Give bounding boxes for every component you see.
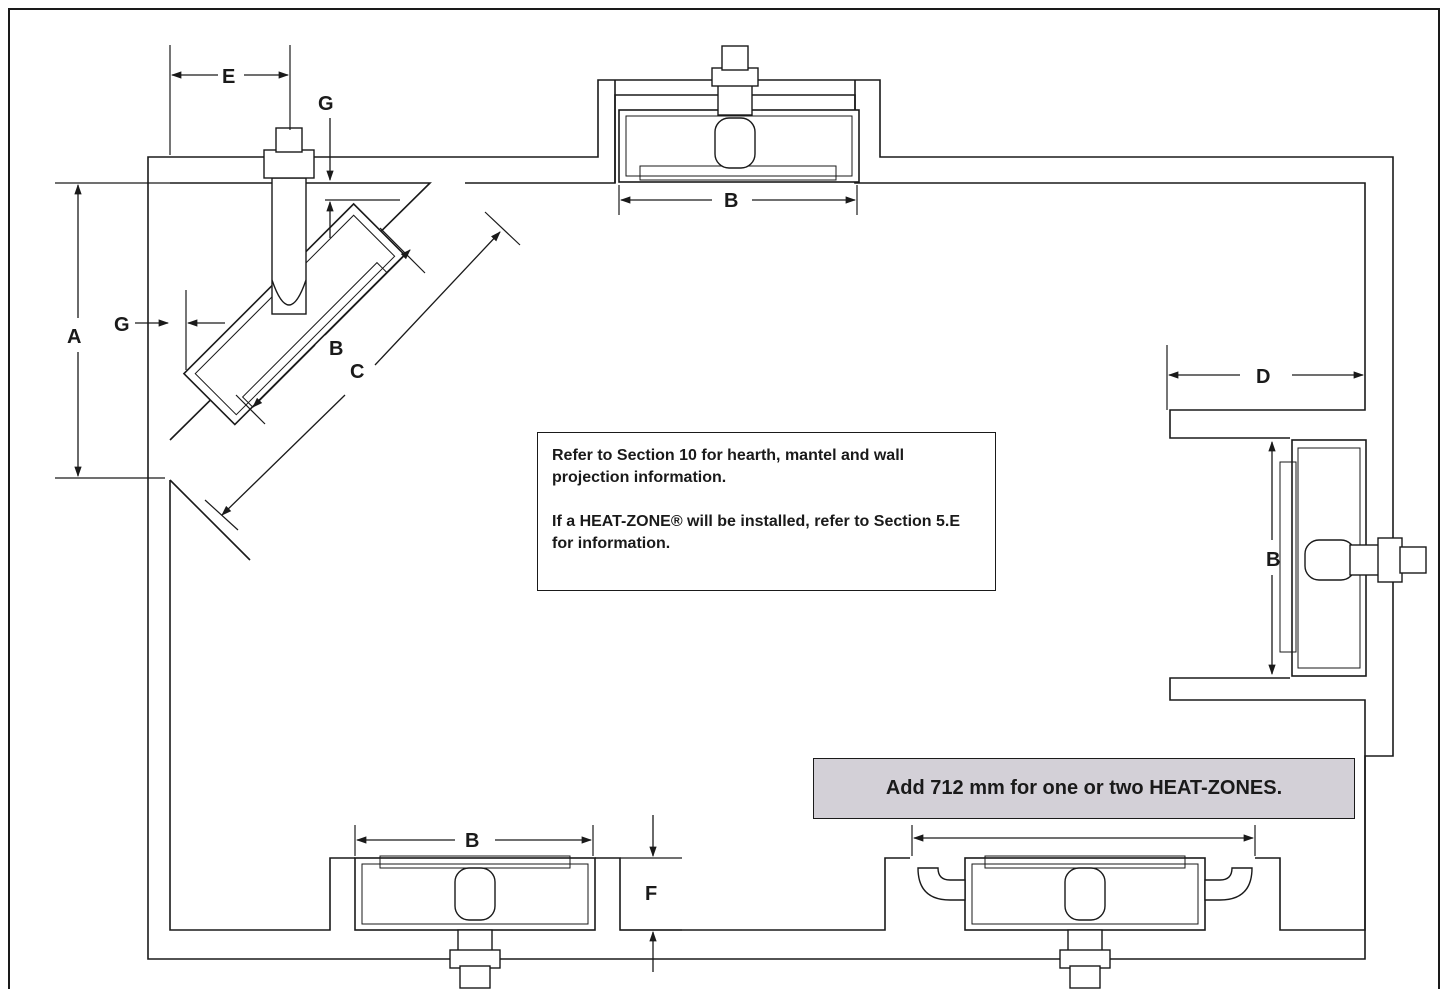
- label-b-right: B: [1266, 549, 1280, 571]
- corner-flue-pipe: [263, 127, 315, 315]
- top-fireplace-unit: [618, 45, 860, 183]
- label-f: F: [645, 883, 657, 905]
- label-c: C: [350, 361, 364, 383]
- note-line-hearth: Refer to Section 10 for hearth, mantel a…: [552, 447, 905, 486]
- diagram-frame: [8, 8, 1440, 989]
- label-b-diagonal: B: [329, 338, 343, 360]
- heat-zone-callout: Add 712 mm for one or two HEAT-ZONES.: [813, 758, 1355, 819]
- label-b-bottom: B: [465, 830, 479, 852]
- note-line-heat-zone: If a HEAT-ZONE® will be installed, refer…: [552, 513, 961, 552]
- right-fireplace-unit: [1279, 439, 1427, 677]
- label-e: E: [222, 66, 235, 88]
- label-g-left: G: [114, 314, 130, 336]
- bottom-right-fireplace-unit: [917, 855, 1253, 989]
- label-b-top: B: [724, 190, 738, 212]
- label-a: A: [67, 326, 81, 348]
- label-g-top: G: [318, 93, 334, 115]
- label-d: D: [1256, 366, 1270, 388]
- bottom-left-fireplace-unit: [354, 855, 596, 989]
- outer-wall: [147, 79, 1394, 960]
- installation-note: Refer to Section 10 for hearth, mantel a…: [537, 432, 996, 591]
